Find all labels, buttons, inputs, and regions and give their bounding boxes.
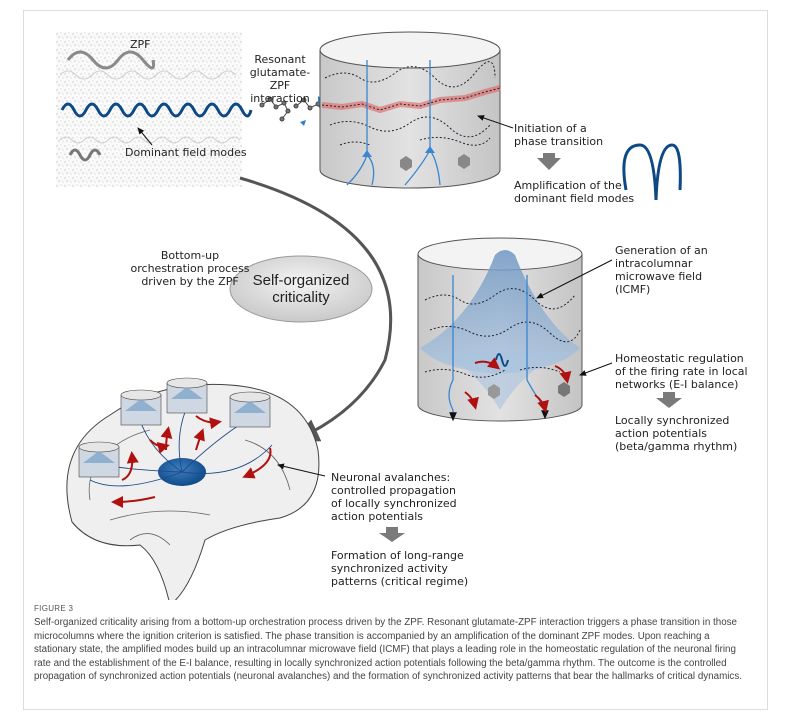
label-line: phase transition	[514, 135, 604, 148]
amplified-wave-icon	[622, 143, 682, 201]
label-line: Homeostatic regulation	[615, 352, 744, 365]
label-line: orchestration process	[130, 262, 250, 275]
label-line: synchronized activity	[331, 562, 448, 575]
avalanches-pointer	[277, 463, 326, 477]
microcolumn-top	[319, 31, 501, 189]
label-line: Formation of long-range	[331, 549, 464, 562]
label-line: driven by the ZPF	[141, 275, 239, 288]
initiation-pointer	[477, 115, 514, 129]
label-line: criticality	[272, 289, 330, 306]
zpf-label: ZPF	[130, 38, 151, 51]
label-line: controlled propagation	[331, 484, 456, 497]
label-line: Initiation of a	[514, 122, 587, 135]
label-line: Self-organized	[252, 272, 350, 289]
label-line: Locally synchronized	[615, 414, 730, 427]
down-arrow-amplification	[537, 158, 561, 170]
label-line: (beta/gamma rhythm)	[615, 440, 738, 453]
self-organized-criticality-label: Self-organized criticality	[240, 272, 362, 306]
zpf-gray-wave-small	[68, 148, 102, 162]
down-arrow-local-sync	[656, 392, 682, 408]
orchestration-curved-arrow	[239, 176, 393, 442]
glutamate-molecule-icon	[259, 96, 324, 126]
icmf-pointer	[536, 259, 613, 299]
label-line: Generation of an	[615, 244, 708, 257]
resonant-interaction-label: Resonant glutamate-ZPF interaction	[240, 53, 320, 105]
local-sync-label: Locally synchronized action potentials (…	[615, 414, 737, 453]
orchestration-label: Bottom-up orchestration process driven b…	[130, 249, 250, 288]
interneuron-icon	[400, 156, 412, 171]
label-line: Amplification of the	[514, 179, 622, 192]
label-line: Bottom-up	[160, 249, 220, 262]
label-line: Resonant	[254, 53, 306, 66]
label-line: interaction	[250, 92, 310, 105]
figure-caption: Self-organized criticality arising from …	[34, 617, 742, 683]
brain-illustration	[66, 377, 320, 600]
icmf-label: Generation of an intracolumnar microwave…	[615, 244, 708, 296]
microcolumn-icmf	[417, 237, 583, 422]
homeostatic-pointer	[579, 362, 613, 376]
initiation-label: Initiation of a phase transition	[514, 122, 603, 148]
label-line: of locally synchronized	[331, 497, 457, 510]
interneuron-icon	[558, 382, 570, 397]
dominant-field-wave	[60, 102, 253, 118]
zpf-noise-field	[56, 32, 242, 187]
label-line: microwave field	[615, 270, 703, 283]
label-line: (ICMF)	[615, 283, 651, 296]
interneuron-icon	[488, 384, 500, 399]
label-line: intracolumnar	[615, 257, 693, 270]
label-line: action potentials	[615, 427, 708, 440]
icmf-field-cone	[420, 250, 580, 374]
formation-label: Formation of long-range synchronized act…	[331, 549, 468, 588]
label-line: glutamate-ZPF	[249, 66, 311, 92]
zpf-gray-wave-large	[66, 50, 155, 70]
label-line: networks (E-I balance)	[615, 378, 739, 391]
label-line: of the firing rate in local	[615, 365, 748, 378]
figure-label: FIGURE 3	[34, 604, 74, 613]
label-line: dominant field modes	[514, 192, 635, 205]
interneuron-icon	[458, 154, 470, 169]
self-organized-criticality-bubble	[229, 255, 373, 323]
down-arrow-formation	[379, 527, 405, 542]
figure-diagram	[56, 31, 682, 600]
label-line: patterns (critical regime)	[331, 575, 469, 588]
label-line: action potentials	[331, 510, 424, 523]
homeostatic-label: Homeostatic regulation of the firing rat…	[615, 352, 748, 391]
dominant-modes-label: Dominant field modes	[125, 146, 247, 159]
dominant-modes-pointer	[137, 127, 153, 146]
amplification-label: Amplification of the dominant field mode…	[514, 179, 634, 205]
label-line: Neuronal avalanches:	[331, 471, 451, 484]
avalanches-label: Neuronal avalanches: controlled propagat…	[331, 471, 457, 523]
brain-microcolumns	[78, 377, 271, 478]
